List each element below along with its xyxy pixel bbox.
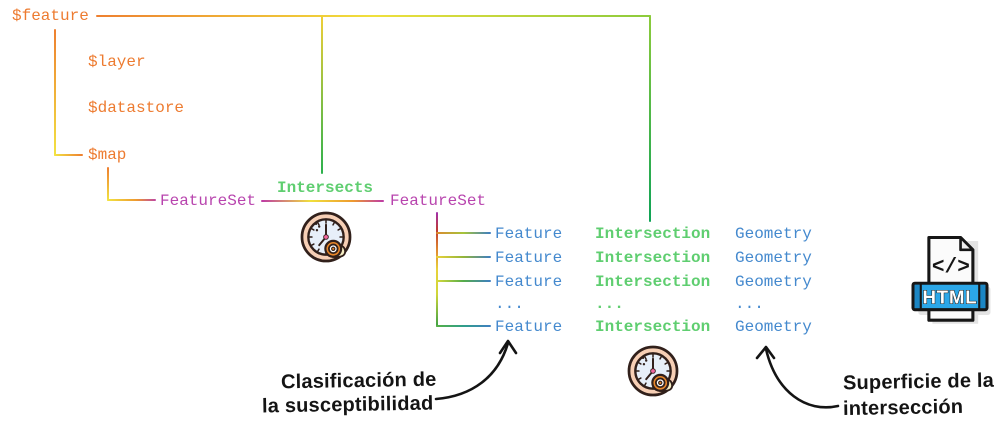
geometry-cell: ... — [735, 295, 764, 313]
intersection-cell: Intersection — [595, 318, 711, 336]
annotation-surface-line1: Superficie de la — [842, 369, 995, 395]
feature-cell: Feature — [495, 273, 563, 291]
snail-icon — [324, 239, 347, 259]
global-map-label: $map — [88, 146, 127, 164]
geometry-cell: Geometry — [735, 249, 812, 267]
feature-cell: Feature — [495, 318, 563, 336]
geometry-cell: Geometry — [735, 318, 812, 336]
arrow-to-feature-head — [498, 339, 518, 355]
annotation-surface-line2: intersección — [842, 395, 964, 421]
global-layer-label: $layer — [88, 53, 146, 71]
arrow-to-feature — [434, 341, 510, 401]
intersection-cell: Intersection — [595, 225, 711, 243]
intersection-cell: ... — [595, 295, 624, 313]
arrow-to-geometry-head — [755, 345, 776, 360]
global-feature-label: $feature — [12, 7, 89, 25]
html-file-icon: </> HTML — [911, 235, 991, 324]
annotation-susceptibility-line2: la susceptibilidad — [261, 392, 434, 418]
snail-icon — [651, 373, 674, 393]
geometry-cell: Geometry — [735, 225, 812, 243]
slow-clock-icon — [627, 345, 679, 397]
feature-cell: Feature — [495, 249, 563, 267]
feature-cell: Feature — [495, 225, 563, 243]
slow-clock-icon — [300, 211, 352, 263]
arrow-to-geometry — [764, 347, 840, 409]
code-icon: </> — [932, 256, 970, 280]
folded-corner — [959, 236, 975, 252]
intersection-cell: Intersection — [595, 273, 711, 291]
global-datastore-label: $datastore — [88, 99, 185, 117]
banner-flap — [914, 284, 921, 309]
feature-cell: ... — [495, 295, 524, 313]
featureset-source-label: FeatureSet — [160, 192, 257, 210]
geometry-cell: Geometry — [735, 273, 812, 291]
banner-flap — [979, 284, 986, 309]
featureset-result-label: FeatureSet — [390, 192, 487, 210]
html-banner — [911, 281, 989, 312]
annotation-susceptibility-line1: Clasificación de — [280, 368, 437, 394]
intersects-operation-label: Intersects — [277, 179, 374, 197]
html-banner-label: HTML — [923, 287, 978, 308]
intersection-cell: Intersection — [595, 249, 711, 267]
